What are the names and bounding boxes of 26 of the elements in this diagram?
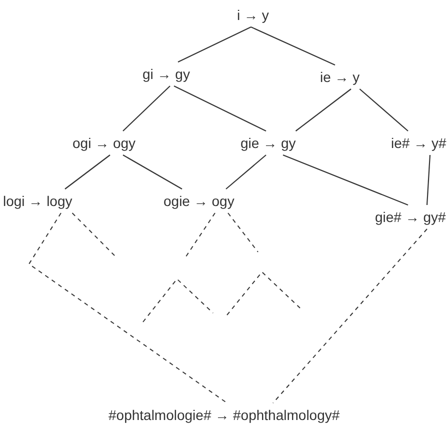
dashed-connector: [272, 228, 428, 404]
rule-label: #ophtalmologie# → #ophthalmology#: [108, 403, 341, 427]
connector-line: [226, 154, 266, 190]
rule-label: gie# → gy#: [374, 205, 447, 229]
connector-line: [122, 154, 182, 190]
rule-label: gie → gy: [240, 131, 297, 155]
connector-line: [64, 154, 110, 190]
rule-label: ogie → ogy: [162, 189, 236, 213]
connector-line: [178, 26, 252, 62]
connector-line: [174, 86, 266, 132]
dashed-connector: [72, 212, 116, 256]
dashed-connector: [28, 212, 228, 404]
rule-label: ie# → y#: [390, 131, 448, 155]
rule-label: ie → y: [319, 65, 361, 89]
dashed-connector: [184, 212, 216, 258]
dashed-connector: [228, 212, 258, 252]
rule-label: i → y: [236, 3, 270, 27]
connector-line: [426, 154, 431, 206]
connector-line: [295, 88, 352, 132]
connector-line: [122, 86, 170, 132]
connector-line: [282, 154, 408, 206]
rule-label: logi → logy: [2, 189, 74, 213]
connector-line: [359, 88, 408, 132]
connector-line: [250, 26, 336, 66]
rule-label: gi → gy: [142, 62, 191, 86]
rule-label: ogi → ogy: [72, 131, 137, 155]
